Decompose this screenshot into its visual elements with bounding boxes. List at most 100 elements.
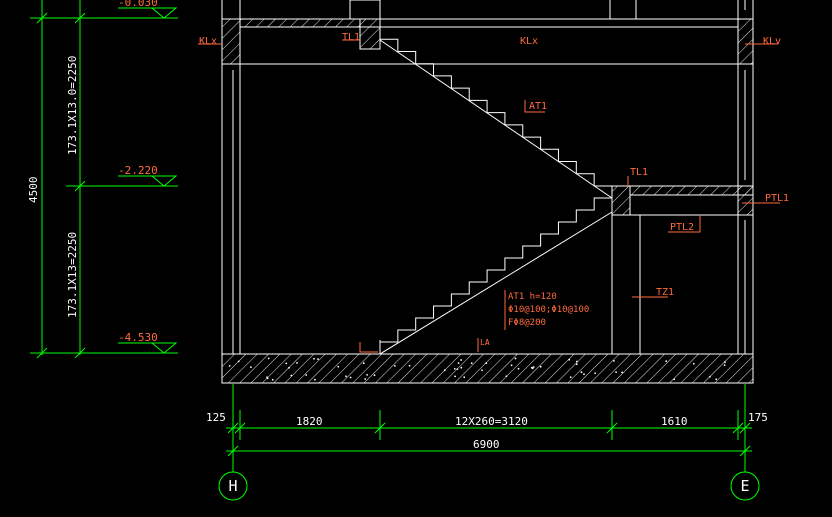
speckle-dot [613, 360, 615, 362]
speckle-dot [267, 357, 270, 360]
label-ptl1: PTL1 [765, 193, 789, 204]
speckle-dot [708, 376, 711, 378]
label-at1: AT1 [529, 101, 547, 112]
level-label-bottom: -4.530 [118, 331, 158, 344]
speckle-dot [366, 374, 368, 376]
upper-flight-steps [379, 27, 612, 187]
speckle-dot [250, 366, 252, 368]
upper-flight-soffit [379, 39, 613, 199]
dim-left-edge: 125 [206, 411, 226, 424]
dim-seg1: 1820 [296, 415, 323, 428]
beam-klx-left [221, 18, 241, 65]
speckle-dot [314, 378, 316, 381]
speckle-dot [463, 376, 466, 379]
dim-seg3: 1610 [661, 415, 688, 428]
speckle-dot [580, 371, 583, 374]
speckle-dot [575, 360, 578, 363]
label-ptl2: PTL2 [670, 222, 694, 233]
speckle-dot [481, 369, 483, 372]
lower-flight-soffit [379, 211, 613, 355]
beam-klx-right [737, 18, 754, 65]
speckle-dot [394, 365, 396, 367]
axis-bubble-left: H [218, 471, 248, 501]
speckle-dot [349, 376, 352, 379]
speckle-dot [505, 375, 508, 378]
vertical-dimension-chain [30, 0, 178, 359]
level-label-mid: -2.220 [118, 164, 158, 177]
level-marker-mid: -2.220 [118, 164, 178, 187]
speckle-dot [408, 364, 411, 367]
speckle-dot [362, 362, 365, 365]
beam-tl1-mid [611, 185, 631, 216]
speckle-dot [296, 362, 298, 364]
speckle-dot [460, 366, 463, 369]
speckle-dot [517, 367, 520, 370]
speckle-dot [510, 364, 513, 367]
label-klx-left: KLx [199, 36, 217, 47]
speckle-dot [457, 362, 460, 364]
level-label-top: -0.030 [118, 0, 158, 9]
speckle-dot [594, 372, 596, 375]
label-small-tag: LA [480, 338, 490, 347]
speckle-dot [305, 374, 308, 376]
dim-seg2: 12X260=3120 [455, 415, 528, 428]
label-klx-mid: KLx [520, 36, 538, 47]
speckle-dot [313, 357, 315, 360]
speckle-dot [453, 368, 456, 370]
speckle-dot [345, 375, 347, 378]
speckle-dot [485, 362, 488, 365]
speckle-dot [575, 363, 578, 366]
hatched-members [221, 18, 754, 384]
speckle-dot [569, 376, 572, 378]
beam-ptl1-end [737, 185, 754, 216]
level-marker-bottom: -4.530 [118, 331, 178, 354]
label-at1-spec-2: Φ10@100;Φ10@100 [508, 305, 589, 315]
speckle-dot [615, 371, 617, 373]
speckle-dot [514, 357, 517, 360]
horizontal-dimension-chain [226, 384, 752, 472]
speckle-dot [715, 378, 718, 381]
speckle-dot [673, 378, 675, 381]
beam-tl1-top [359, 18, 381, 50]
speckle-dot [568, 358, 571, 361]
vertical-dim-total: 4500 [27, 177, 40, 204]
label-klx-right: KLv [763, 36, 781, 47]
speckle-dot [460, 359, 462, 361]
dim-right-edge: 175 [748, 411, 768, 424]
vertical-dim-upper: 173.1X13.0=2250 [66, 56, 79, 155]
speckle-dot [443, 369, 446, 371]
axis-label-right: E [740, 477, 749, 495]
vertical-dim-lower: 173.1X13=2250 [66, 232, 79, 318]
speckle-dot [692, 362, 695, 365]
speckle-dot [288, 366, 290, 369]
speckle-dot [723, 364, 726, 366]
beam-top-strip [239, 18, 361, 28]
beam-ptl1 [629, 185, 754, 196]
ground-slab [221, 353, 754, 384]
speckle-dot [454, 375, 456, 378]
speckle-dot [532, 366, 535, 368]
annotation-leaders [198, 39, 780, 353]
speckle-dot [228, 365, 231, 367]
speckle-dot [373, 374, 376, 377]
speckle-dot [531, 367, 534, 370]
speckle-dot [724, 361, 726, 364]
speckle-dot [470, 362, 473, 365]
label-at1-spec-1: AT1 h=120 [508, 292, 557, 302]
lower-flight-steps [379, 197, 612, 354]
label-tl1-top: TL1 [342, 32, 360, 43]
speckle-dot [456, 368, 459, 370]
speckle-dot [271, 378, 274, 381]
speckle-dot [621, 371, 623, 374]
speckle-dot [317, 358, 319, 360]
speckle-dot [665, 360, 668, 363]
speckle-dot [290, 374, 293, 377]
axis-label-left: H [228, 477, 237, 495]
dim-total: 6900 [473, 438, 500, 451]
label-tl1-mid: TL1 [630, 167, 648, 178]
speckle-dot [337, 365, 340, 368]
speckle-dot [266, 377, 269, 380]
stair-flights [379, 27, 613, 355]
